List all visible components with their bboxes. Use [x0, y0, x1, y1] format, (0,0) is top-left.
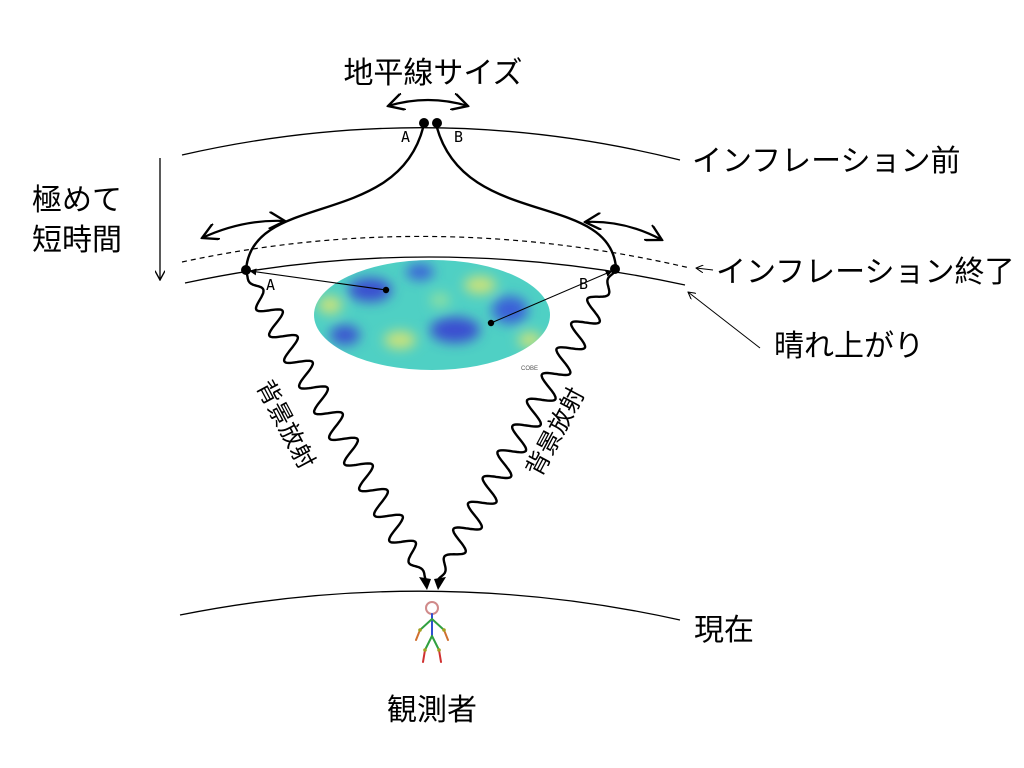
background-radiation-wave-left [244, 271, 428, 581]
cobe-label: COBE [521, 366, 538, 372]
before-inflation-label: インフレーション前 [692, 144, 961, 179]
background-radiation-wave-right [436, 270, 617, 581]
horizon-arrow-right [585, 222, 662, 240]
end-of-inflation-curve [181, 235, 691, 269]
very-short-time-label-line2: 短時間 [32, 223, 122, 258]
horizon-arrow-left [202, 221, 285, 238]
horizon-size-label: 地平線サイズ [343, 56, 522, 91]
decoupling-pointer [688, 292, 761, 349]
point-b-bottom [610, 264, 620, 274]
pointer-b [490, 270, 613, 324]
label-b-bottom: B [579, 275, 588, 293]
label-a-top: A [401, 128, 410, 146]
wave-left-arrowhead [419, 577, 431, 590]
cmb-point-b [487, 319, 495, 327]
point-b-top [432, 118, 442, 128]
very-short-time-label-line1: 極めて [32, 183, 122, 218]
point-a-top [419, 118, 429, 128]
wave-right-arrowhead [434, 577, 446, 590]
end-of-inflation-pointer [696, 268, 714, 270]
label-a-bottom: A [266, 276, 275, 294]
present-curve [179, 590, 681, 621]
label-b-top: B [454, 128, 463, 146]
observer-figure [415, 601, 449, 663]
background-radiation-label-left: 背景放射 [251, 376, 321, 474]
pointer-a [249, 268, 387, 291]
light-cone-left [244, 123, 426, 271]
observer-label: 観測者 [387, 693, 477, 728]
horizon-size-arrow [388, 100, 468, 106]
cmb-point-a [382, 286, 390, 294]
point-a-bottom [241, 265, 251, 275]
pre-inflation-curve [181, 127, 681, 161]
cmb-sky-map: COBE [314, 260, 550, 372]
end-of-inflation-label: インフレーション終了 [716, 255, 1015, 290]
light-cone-right [434, 123, 618, 269]
decoupling-label: 晴れ上がり [774, 329, 924, 364]
present-label: 現在 [694, 613, 754, 648]
